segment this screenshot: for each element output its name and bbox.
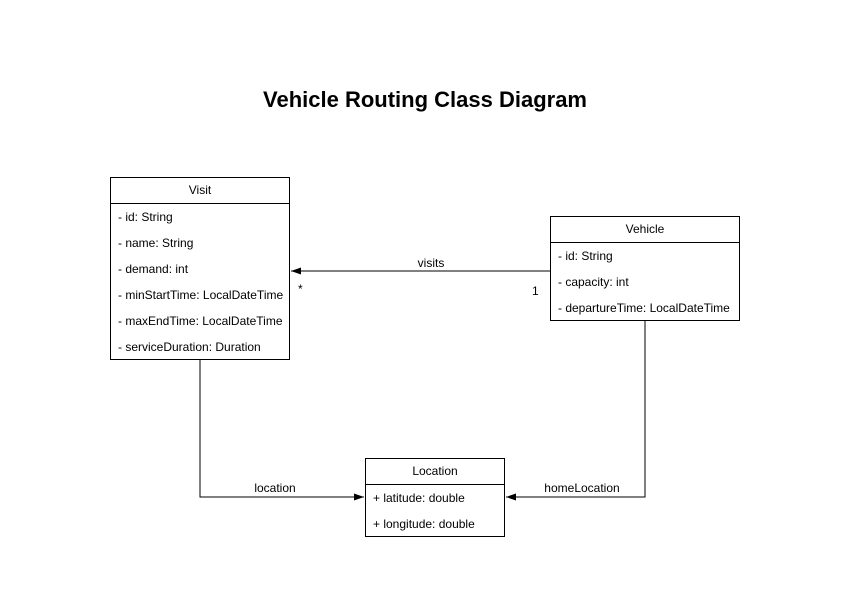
class-location-name: Location	[366, 459, 504, 485]
edge-homelocation-line	[506, 321, 646, 501]
class-location-attr-longitude: + longitude: double	[373, 517, 475, 531]
edge-visits-target-multiplicity: *	[298, 282, 303, 296]
class-visit-attr-demand: - demand: int	[118, 262, 189, 276]
class-visit: Visit - id: String - name: String - dema…	[110, 177, 290, 360]
class-vehicle: Vehicle - id: String - capacity: int - d…	[550, 216, 740, 321]
diagram-title: Vehicle Routing Class Diagram	[263, 87, 587, 112]
class-location-attr-latitude: + latitude: double	[373, 491, 465, 505]
edge-location-label: location	[254, 481, 296, 495]
edge-visits-source-multiplicity: 1	[532, 284, 539, 298]
class-vehicle-attr-departuretime: - departureTime: LocalDateTime	[558, 301, 730, 315]
class-visit-attr-name: - name: String	[118, 236, 194, 250]
class-vehicle-attr-id: - id: String	[558, 249, 613, 263]
class-visit-attr-serviceduration: - serviceDuration: Duration	[118, 340, 261, 354]
class-vehicle-name: Vehicle	[551, 217, 739, 243]
edge-visits-label: visits	[417, 256, 445, 270]
class-vehicle-attributes: - id: String - capacity: int - departure…	[551, 243, 739, 321]
class-visit-name: Visit	[111, 178, 289, 204]
class-visit-attributes: - id: String - name: String - demand: in…	[111, 204, 289, 360]
edge-homelocation-label: homeLocation	[544, 481, 620, 495]
class-visit-attr-id: - id: String	[118, 210, 173, 224]
class-location-attributes: + latitude: double + longitude: double	[366, 485, 504, 537]
class-vehicle-attr-capacity: - capacity: int	[558, 275, 629, 289]
class-visit-attr-maxendtime: - maxEndTime: LocalDateTime	[118, 314, 283, 328]
class-visit-attr-minstarttime: - minStartTime: LocalDateTime	[118, 288, 284, 302]
class-location: Location + latitude: double + longitude:…	[365, 458, 505, 537]
edge-location-line	[199, 360, 364, 501]
